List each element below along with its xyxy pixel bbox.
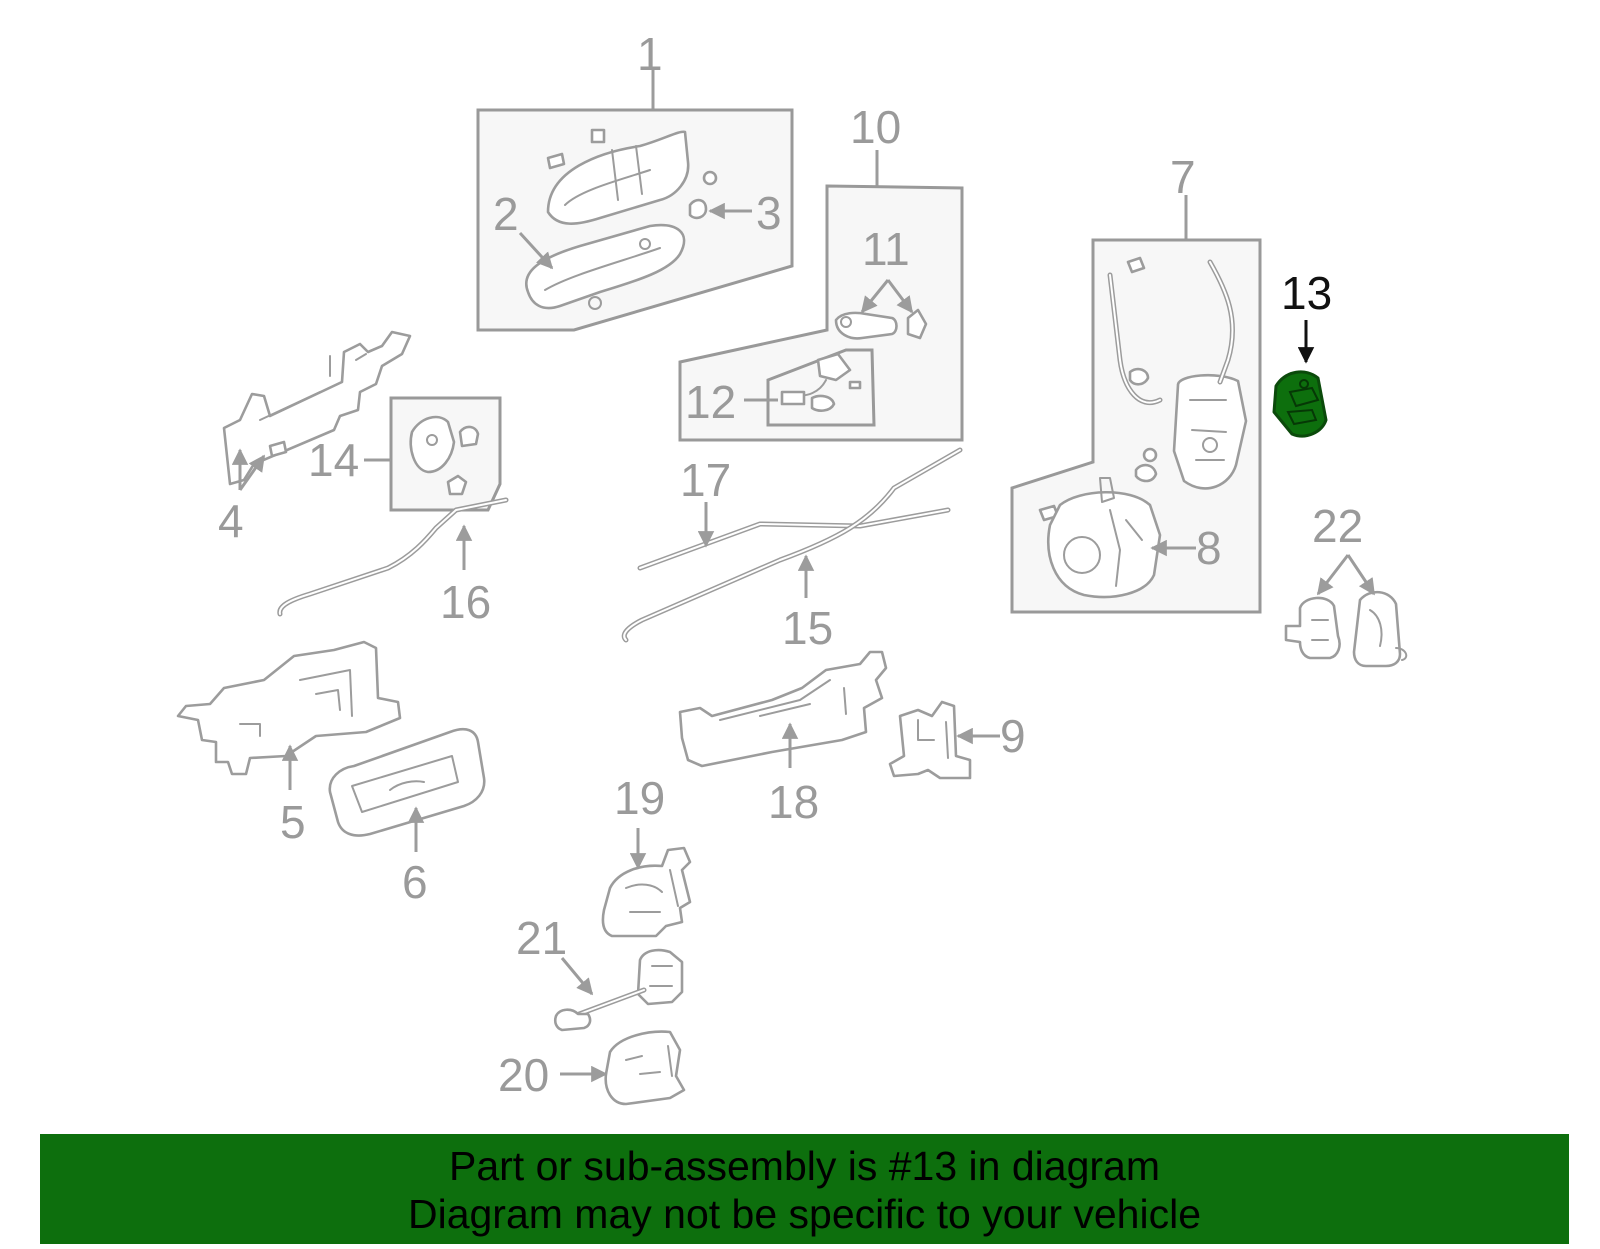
- callout-11: 11: [862, 223, 910, 275]
- callout-19: 19: [614, 772, 665, 824]
- callout-9: 9: [1000, 710, 1026, 762]
- part-4-reinforcement: [222, 330, 412, 486]
- disclaimer-banner: Part or sub-assembly is #13 in diagram D…: [40, 1134, 1569, 1244]
- rod-16: [277, 497, 509, 617]
- part-18-outer-handle-frame: [678, 650, 888, 768]
- callout-22: 22: [1312, 500, 1363, 552]
- rod-15: [621, 447, 963, 643]
- callout-2: 2: [493, 188, 519, 240]
- part-19-hinge: [601, 846, 692, 938]
- callout-5: 5: [280, 796, 306, 848]
- callout-13: 13: [1281, 267, 1332, 319]
- switch-part: [780, 352, 862, 412]
- callout-8: 8: [1196, 522, 1222, 574]
- latch-motor-part: [1047, 477, 1162, 599]
- callout-7: 7: [1170, 151, 1196, 203]
- assembly-10-box: [678, 150, 964, 442]
- outer-handle-part: [525, 128, 718, 310]
- callout-3: 3: [756, 187, 782, 239]
- assembly-7-box: [1010, 195, 1262, 614]
- assembly-1-box: [476, 70, 794, 332]
- callout-21: 21: [516, 912, 567, 964]
- part-13-highlighted: [1272, 370, 1328, 438]
- part-21-door-check: [553, 948, 684, 1032]
- rod-17: [637, 507, 951, 571]
- callout-17: 17: [680, 454, 731, 506]
- callout-4: 4: [218, 495, 244, 547]
- banner-line-1: Part or sub-assembly is #13 in diagram: [449, 1143, 1160, 1189]
- part-20-hinge: [604, 1030, 686, 1106]
- part-22-pads: [1284, 590, 1408, 668]
- callout-15: 15: [782, 602, 833, 654]
- callout-16: 16: [440, 576, 491, 628]
- callout-12: 12: [685, 376, 736, 428]
- callout-10: 10: [850, 101, 901, 153]
- callout-20: 20: [498, 1049, 549, 1101]
- callout-14: 14: [308, 434, 359, 486]
- callout-6: 6: [402, 856, 428, 908]
- part-5-inner-handle-frame: [176, 640, 402, 776]
- door-lock-actuator-part: [1038, 256, 1248, 522]
- part-6-inner-handle: [328, 728, 486, 837]
- banner-line-2: Diagram may not be specific to your vehi…: [407, 1191, 1201, 1237]
- callout-1: 1: [637, 28, 663, 80]
- part-9-bracket: [888, 700, 972, 780]
- assembly-14-box: [389, 396, 502, 512]
- lock-cylinder-part: [834, 308, 928, 340]
- callout-18: 18: [768, 776, 819, 828]
